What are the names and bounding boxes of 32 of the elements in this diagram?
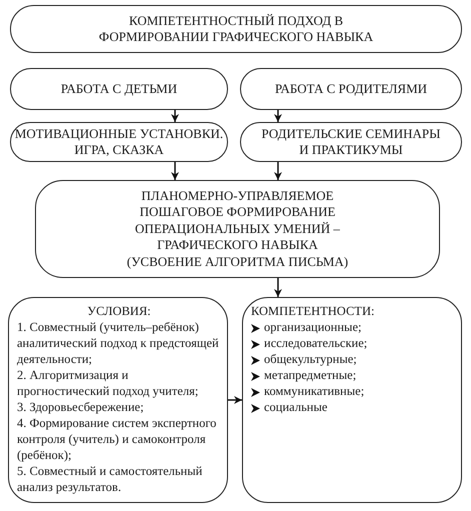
box-heading: КОМПЕТЕНТНОСТИ: (251, 303, 376, 319)
node-text: МОТИВАЦИОННЫЕ УСТАНОВКИ. ИГРА, СКАЗКА (14, 126, 224, 158)
node-text: РАБОТА С ДЕТЬМИ (60, 80, 178, 98)
list-item: 4. Формирование систем экспертного контроля (учитель) и самоконтроля (ребёнок); (17, 415, 218, 463)
node-text: РАБОТА С РОДИТЕЛЯМИ (274, 80, 428, 98)
process-box (35, 180, 440, 278)
title-box (10, 5, 462, 53)
list-item: метапредметные; (264, 367, 356, 383)
process-box (10, 68, 228, 110)
box-heading: УСЛОВИЯ: (86, 303, 152, 319)
competences-box (242, 297, 462, 503)
list-item: 1. Совместный (учитель–ребёнок) аналитический подход к предстоящей деятельности; (17, 319, 220, 367)
list-item: организационные; (264, 319, 362, 335)
arrow (274, 110, 282, 122)
arrow (228, 396, 242, 404)
conditions-box (8, 297, 228, 503)
list-item: 2. Алгоритмизация и прогностический подход учителя; (17, 367, 200, 399)
arrow (171, 110, 179, 122)
list-item: 3. Здоровьесбережение; (17, 399, 145, 415)
node-text: РОДИТЕЛЬСКИЕ СЕМИНАРЫ И ПРАКТИКУМЫ (260, 126, 442, 158)
arrow (274, 278, 282, 297)
arrow (274, 162, 282, 180)
process-box (240, 68, 462, 110)
process-box (240, 122, 462, 162)
list-item: общекультурные; (264, 351, 357, 367)
list-item: исследовательские; (264, 335, 368, 351)
node-text: ПЛАНОМЕРНО-УПРАВЛЯЕМОЕ ПОШАГОВОЕ ФОРМИРОВАНИЕ ОПЕРАЦИОНАЛЬНЫХ УМЕНИЙ – ГРАФИЧЕСКОГО НАВЫКА (УСВОЕНИЕ АЛГОРИТМА ПИСЬМА) (126, 188, 349, 270)
node-text: КОМПЕТЕНТНОСТНЫЙ ПОДХОД В ФОРМИРОВАНИИ ГРАФИЧЕСКОГО НАВЫКА (98, 12, 374, 46)
list-item: 5. Совместный и самостоятельный анализ результатов. (17, 463, 204, 495)
arrow (171, 162, 179, 180)
list-item: социальные (264, 399, 328, 415)
list-item: коммуникативные; (264, 383, 364, 399)
